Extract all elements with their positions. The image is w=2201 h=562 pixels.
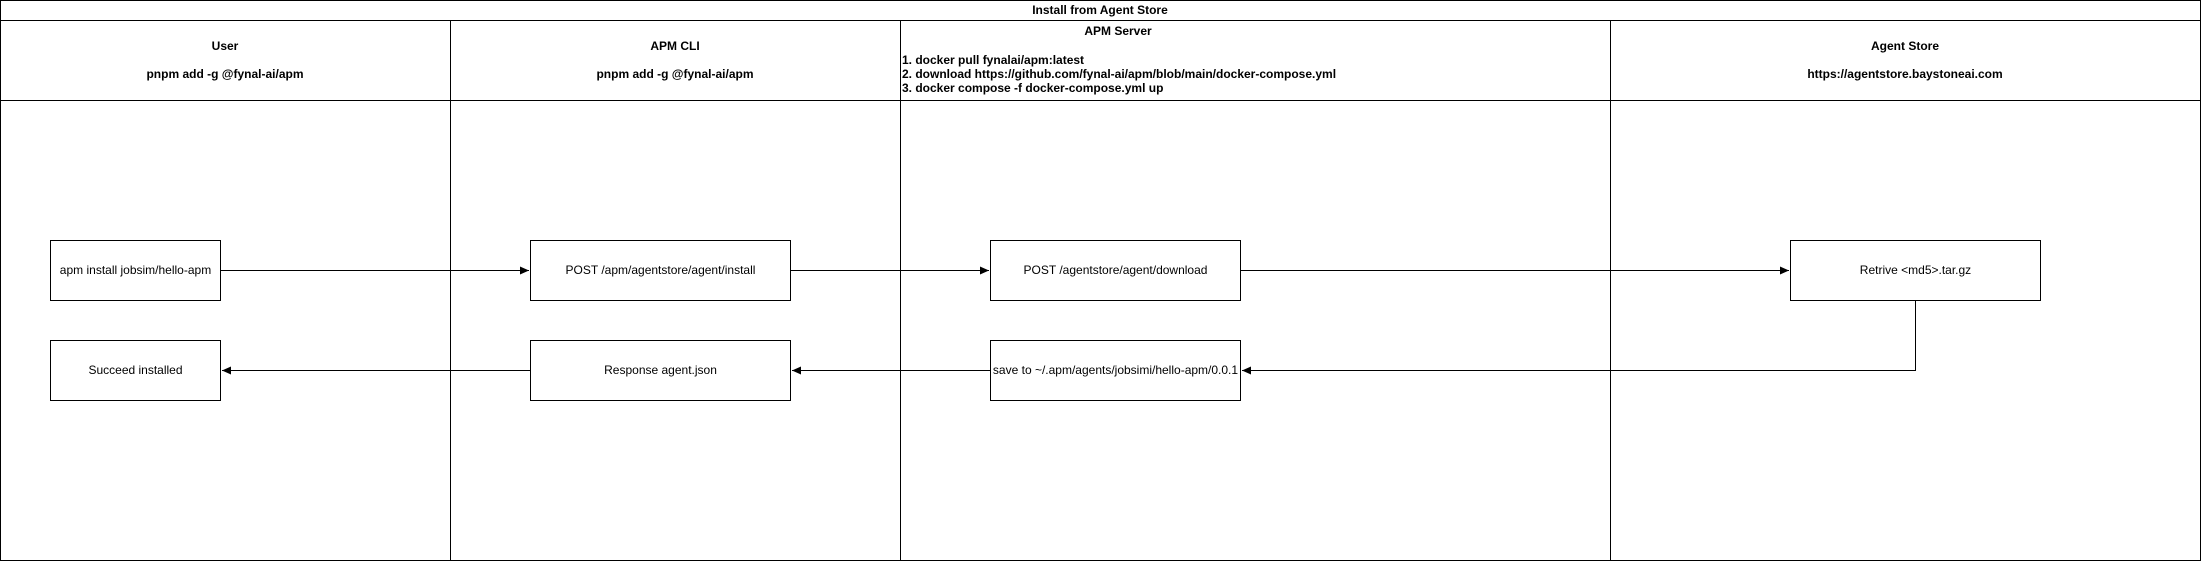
node-user-done-label: Succeed installed (88, 363, 182, 377)
node-store-retrieve: Retrive <md5>.tar.gz (1790, 240, 2041, 301)
node-cli-post-label: POST /apm/agentstore/agent/install (566, 263, 756, 277)
node-cli-response-label: Response agent.json (604, 363, 717, 377)
lane-server-title: APM Server (1084, 24, 1152, 38)
pool-title: Install from Agent Store (1032, 3, 1168, 17)
lane-server-step-3: 3. docker compose -f docker-compose.yml … (902, 81, 1163, 95)
node-store-retrieve-label: Retrive <md5>.tar.gz (1860, 263, 1971, 277)
node-server-save: save to ~/.apm/agents/jobsimi/hello-apm/… (990, 340, 1241, 401)
lane-user-title: User (212, 39, 239, 53)
lane-user-subtitle: pnpm add -g @fynal-ai/apm (146, 67, 303, 81)
node-server-post: POST /agentstore/agent/download (990, 240, 1241, 301)
lane-store-subtitle: https://agentstore.baystoneai.com (1807, 67, 2002, 81)
lane-cli-title: APM CLI (650, 39, 699, 53)
node-cli-post: POST /apm/agentstore/agent/install (530, 240, 791, 301)
lane-cli-subtitle: pnpm add -g @fynal-ai/apm (596, 67, 753, 81)
lane-server-step-2: 2. download https://github.com/fynal-ai/… (902, 67, 1336, 81)
node-user-done: Succeed installed (50, 340, 221, 401)
node-cli-response: Response agent.json (530, 340, 791, 401)
lane-server-step-1: 1. docker pull fynalai/apm:latest (902, 53, 1084, 67)
node-install-command-label: apm install jobsim/hello-apm (60, 263, 211, 277)
node-server-post-label: POST /agentstore/agent/download (1024, 263, 1208, 277)
node-server-save-label: save to ~/.apm/agents/jobsimi/hello-apm/… (993, 363, 1238, 377)
edge-store-retrieve-to-server-save (1242, 301, 1916, 375)
node-install-command: apm install jobsim/hello-apm (50, 240, 221, 301)
lane-store-title: Agent Store (1871, 39, 1939, 53)
